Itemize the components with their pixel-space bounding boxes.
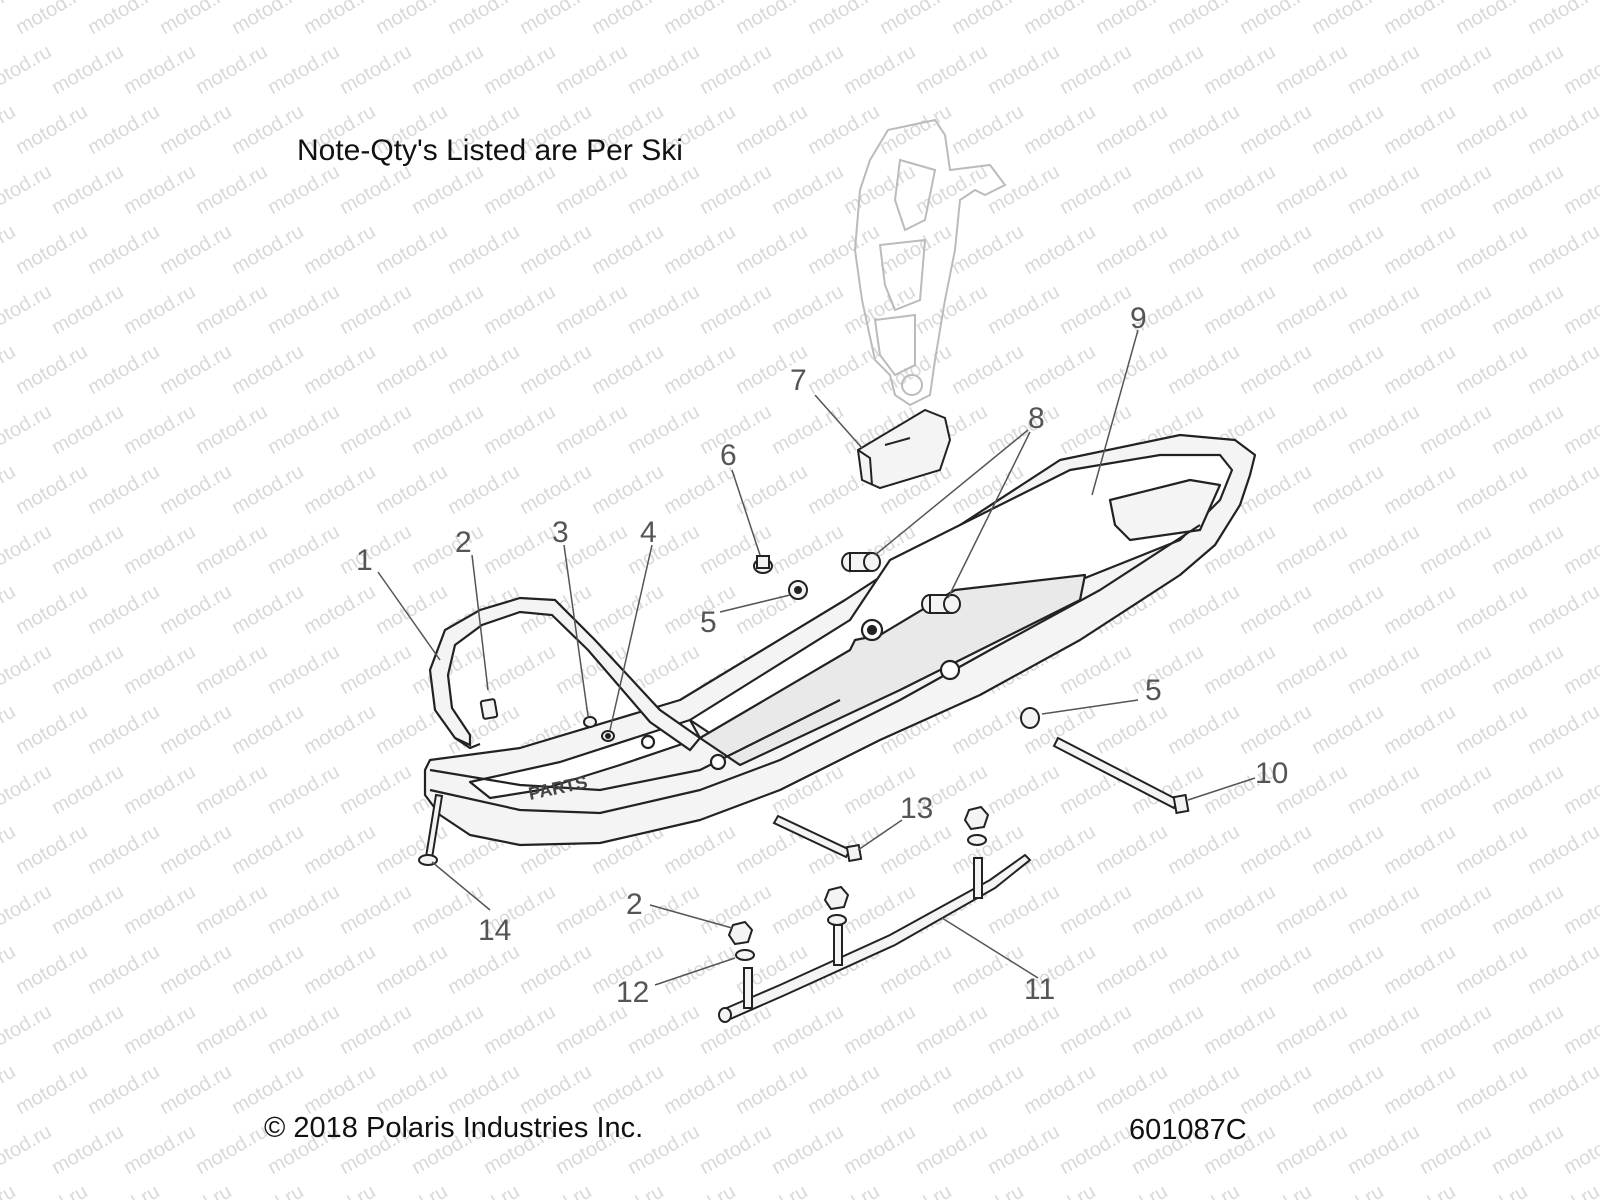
callout-5b: 5 bbox=[1145, 674, 1162, 707]
callout-8: 8 bbox=[1028, 402, 1045, 435]
leader-8a bbox=[874, 429, 1029, 556]
leader-1 bbox=[377, 571, 441, 661]
leader-8b bbox=[947, 431, 1031, 599]
ski-body: PARTS bbox=[423, 433, 1257, 847]
leader-11 bbox=[941, 917, 1039, 979]
leader-13 bbox=[857, 819, 903, 851]
callout-6: 6 bbox=[720, 439, 737, 472]
callout-13: 13 bbox=[900, 792, 933, 825]
callout-14: 14 bbox=[478, 914, 511, 947]
callouts: 1 2 3 4 5 6 7 8 9 5 10 13 2 12 11 14 bbox=[356, 302, 1288, 1009]
leader-2b bbox=[649, 904, 733, 929]
carbide-runner bbox=[718, 805, 1032, 1023]
callout-2a: 2 bbox=[455, 526, 472, 559]
leader-2a bbox=[471, 554, 489, 691]
callout-9: 9 bbox=[1130, 302, 1147, 335]
qty-note: Note-Qty's Listed are Per Ski bbox=[297, 134, 683, 167]
leader-12 bbox=[654, 957, 736, 986]
callout-1: 1 bbox=[356, 544, 373, 577]
callout-3: 3 bbox=[552, 516, 569, 549]
leader-4 bbox=[609, 544, 653, 731]
callout-7: 7 bbox=[790, 364, 807, 397]
leader-6 bbox=[731, 469, 761, 556]
diagram-code: 601087C bbox=[1129, 1114, 1247, 1146]
ski-handle bbox=[428, 596, 702, 752]
hardware-parts bbox=[418, 408, 1190, 866]
leader-9 bbox=[1091, 329, 1139, 496]
leader-7 bbox=[814, 394, 863, 449]
leader-10 bbox=[1187, 777, 1256, 801]
leader-5a bbox=[719, 594, 791, 613]
callout-10: 10 bbox=[1255, 757, 1288, 790]
callout-12: 12 bbox=[616, 976, 649, 1009]
leader-14 bbox=[431, 861, 491, 911]
callout-2b: 2 bbox=[626, 888, 643, 921]
leader-3 bbox=[563, 544, 589, 717]
leader-5b bbox=[1041, 699, 1139, 715]
copyright-text: © 2018 Polaris Industries Inc. bbox=[264, 1112, 644, 1144]
callout-11: 11 bbox=[1024, 973, 1055, 1006]
callout-5a: 5 bbox=[700, 606, 717, 639]
spindle-ghost bbox=[853, 118, 1007, 407]
callout-4: 4 bbox=[640, 516, 657, 549]
